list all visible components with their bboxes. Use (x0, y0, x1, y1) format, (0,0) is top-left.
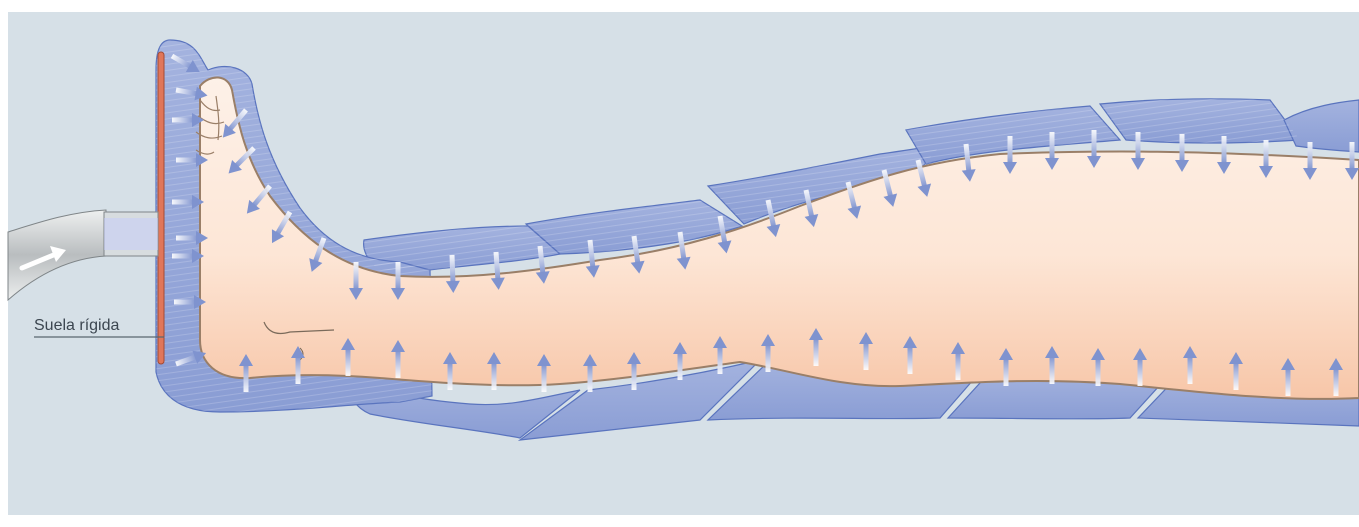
sole-label: Suela rígida (34, 317, 119, 334)
rigid-sole (158, 52, 164, 364)
